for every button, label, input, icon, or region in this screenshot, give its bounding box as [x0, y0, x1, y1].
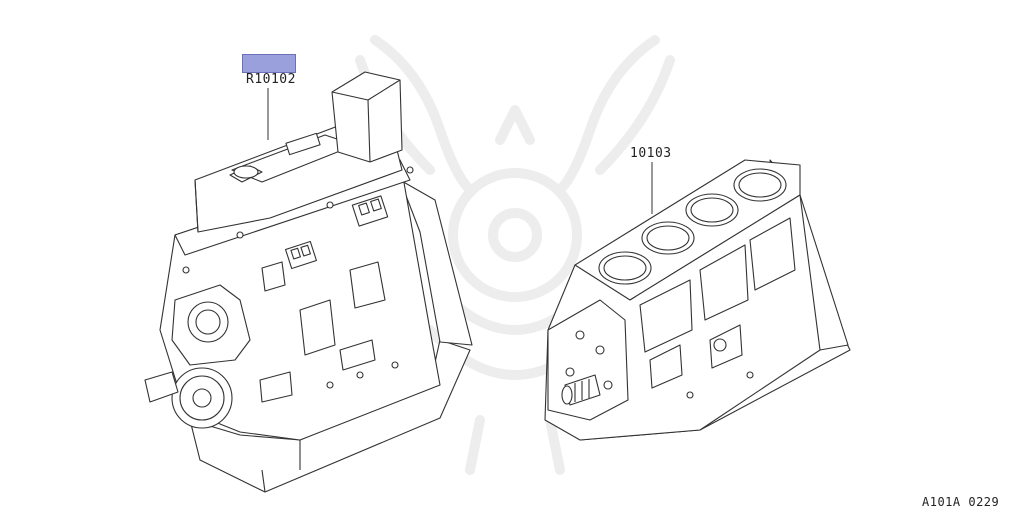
part-label-cylinder-block[interactable]: 10103 [630, 146, 672, 161]
engine-assembly-drawing [144, 71, 473, 493]
diagram-code: A101A 0229 [922, 495, 1000, 509]
cylinder-block-drawing [544, 159, 851, 441]
part-label-engine-assembly[interactable]: R10102 [246, 72, 296, 87]
part-highlight-marker[interactable] [242, 54, 296, 73]
